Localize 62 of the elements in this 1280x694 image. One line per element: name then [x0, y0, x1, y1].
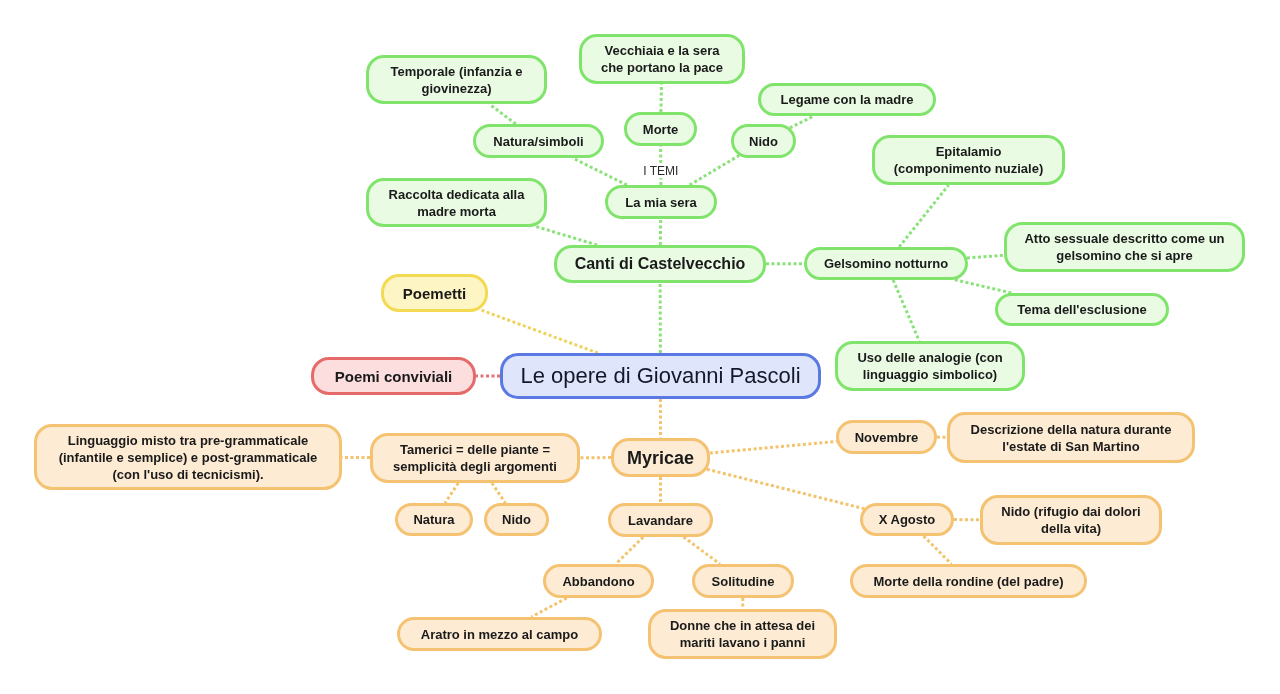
connector-line [530, 596, 568, 619]
connector-line [534, 224, 598, 247]
topic-bubble: Nido [731, 124, 796, 158]
connector-line [659, 477, 662, 503]
connector-line [342, 456, 370, 460]
connector-line [688, 154, 740, 187]
connector-line [898, 184, 950, 248]
connector-line [488, 102, 517, 126]
connector-line [490, 482, 507, 504]
connector-line [682, 535, 721, 566]
topic-bubble: Raccolta dedicata alla madre morta [366, 178, 547, 227]
topic-bubble: Lavandare [608, 503, 713, 537]
topic-bubble: Tema dell'esclusione [995, 293, 1169, 326]
topic-bubble: Poemetti [381, 274, 488, 312]
topic-bubble: Donne che in attesa dei mariti lavano i panni [648, 609, 837, 659]
connector-line [937, 435, 947, 439]
topic-bubble: Tamerici = delle piante = semplicità degli argomenti [370, 433, 580, 483]
connector-line [478, 308, 599, 355]
topic-bubble: Nido (rifugio dai dolori della vita) [980, 495, 1162, 545]
connector-line [891, 279, 921, 342]
topic-bubble: Linguaggio misto tra pre-grammaticale (infantile e semplice) e post-grammaticale (con l'uso di tecnicismi). [34, 424, 342, 490]
topic-bubble: Abbandono [543, 564, 654, 598]
topic-bubble: Morte [624, 112, 697, 146]
topic-bubble: Gelsomino notturno [804, 247, 968, 280]
connector-line [443, 482, 460, 504]
connector-line [706, 467, 865, 511]
topic-bubble: Poemi conviviali [311, 357, 476, 395]
topic-bubble: Natura [395, 503, 473, 536]
connector-line [614, 535, 645, 566]
connector-line [658, 218, 663, 246]
connector-line [922, 534, 953, 566]
topic-bubble: Canti di Castelvecchio [554, 245, 766, 283]
topic-bubble: Vecchiaia e la sera che portano la pace [579, 34, 745, 84]
topic-bubble: Temporale (infanzia e giovinezza) [366, 55, 547, 104]
connector-line [954, 278, 1013, 295]
topic-bubble: Aratro in mezzo al campo [397, 617, 602, 651]
connector-line [658, 283, 662, 353]
connector-line [966, 253, 1005, 260]
topic-bubble: X Agosto [860, 503, 954, 536]
topic-bubble: Nido [484, 503, 549, 536]
connector-line [954, 518, 980, 522]
connector-line [659, 146, 663, 185]
connector-line [571, 156, 628, 187]
topic-bubble: Myricae [611, 438, 710, 477]
topic-bubble: Legame con la madre [758, 83, 936, 116]
connector-line [741, 598, 745, 609]
connector-line [789, 114, 815, 130]
topic-bubble: Morte della rondine (del padre) [850, 564, 1087, 598]
connector-line [580, 456, 611, 460]
topic-bubble: Descrizione della natura durante l'estate di San Martino [947, 412, 1195, 463]
topic-bubble: La mia sera [605, 185, 717, 219]
connector-line [476, 374, 500, 378]
edge-label: I TEMI [641, 163, 681, 178]
topic-bubble: Uso delle analogie (con linguaggio simbolico) [835, 341, 1025, 391]
topic-bubble: Solitudine [692, 564, 794, 598]
topic-bubble: Atto sessuale descritto come un gelsomino che si apre [1004, 222, 1245, 272]
connector-line [659, 399, 662, 438]
topic-bubble: Natura/simboli [473, 124, 604, 158]
connector-line [766, 262, 804, 266]
topic-bubble: Novembre [836, 420, 937, 454]
topic-bubble: Epitalamio (componimento nuziale) [872, 135, 1065, 185]
central-topic-bubble: Le opere di Giovanni Pascoli [500, 353, 821, 399]
